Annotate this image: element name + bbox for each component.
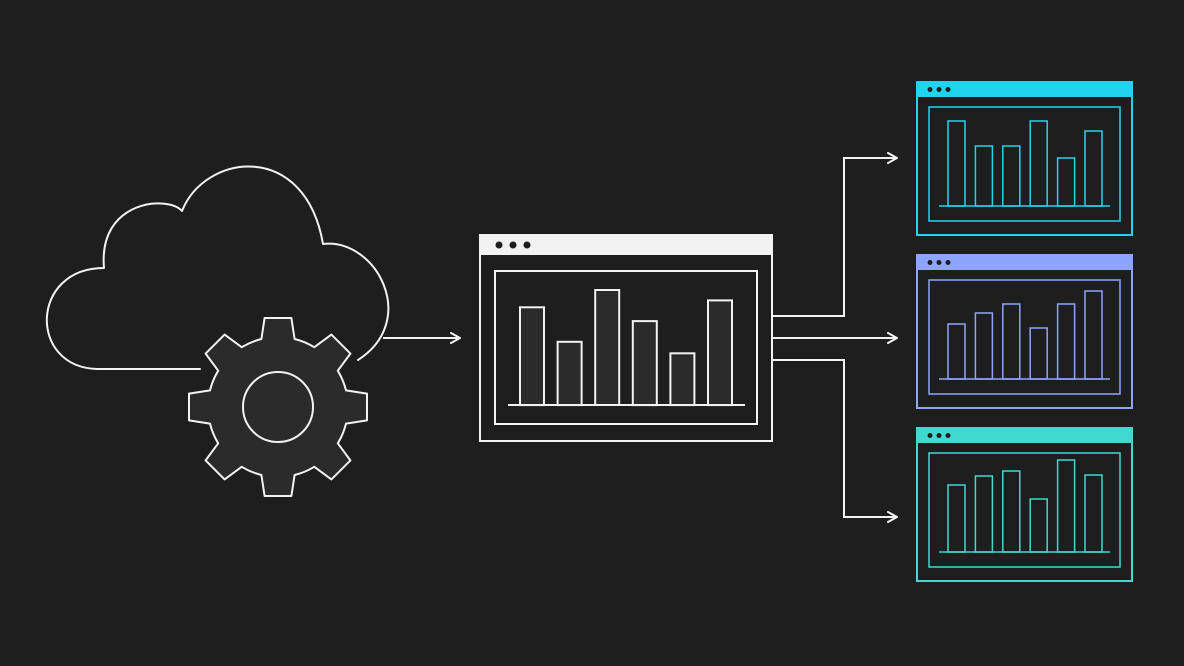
window-frame [916,81,1133,236]
window-titlebar [917,82,1132,97]
window-frame [916,254,1133,409]
window-dot [495,241,503,249]
central-window-titlebar [480,235,772,255]
window-titlebar [917,428,1132,443]
window-frame [916,427,1133,582]
window-dot [927,87,933,92]
gear-hub [242,371,314,443]
arrow-to-bottom-dashboard [772,359,898,523]
central-chart-panel [494,270,758,425]
central-bar [669,352,696,407]
output-connectors [772,152,898,523]
window-dot [945,433,951,438]
window-dot [927,260,933,265]
arrow-to-top-dashboard [772,152,898,317]
window-dot [927,433,933,438]
central-bar [631,320,658,407]
cloud-icon [45,165,390,370]
chart-panel [928,106,1121,222]
window-titlebar [917,255,1132,270]
central-dashboard-window [479,234,773,442]
central-bar [556,340,583,407]
output-dashboard-top [916,81,1133,236]
window-dot [945,260,951,265]
chart-panel [928,452,1121,568]
chart-panel [928,279,1121,395]
central-bar [519,306,545,407]
central-bar [707,299,733,407]
output-dashboard-bottom [916,427,1133,582]
gear-icon [188,317,368,497]
window-dot [509,241,517,249]
central-bar [594,289,621,406]
window-dot [523,241,531,249]
window-dot [945,87,951,92]
window-dot [936,87,942,92]
window-dot [936,433,942,438]
output-dashboard-middle [916,254,1133,409]
window-dot [936,260,942,265]
